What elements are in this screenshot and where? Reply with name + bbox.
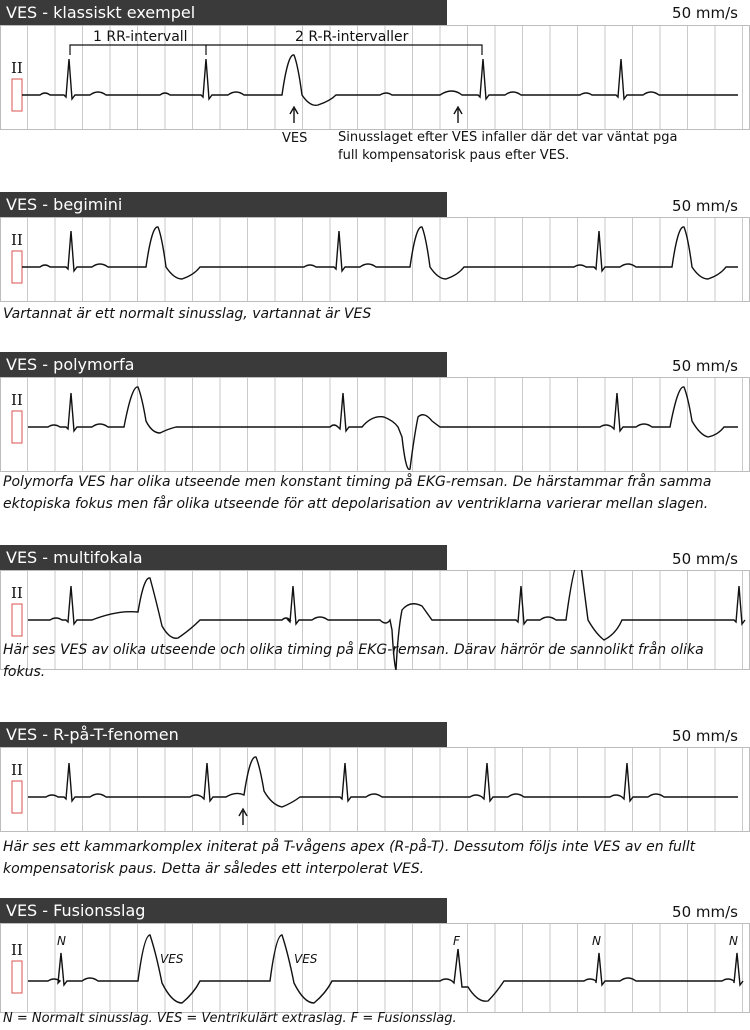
- paper-speed: 50 mm/s: [672, 197, 738, 215]
- beat-label-n: N: [729, 934, 738, 948]
- grid-border: [0, 747, 750, 832]
- ecg-svg: II: [0, 747, 750, 832]
- ecg-strip: II: [0, 747, 750, 832]
- ecg-svg: II: [0, 217, 750, 302]
- panel-caption: Vartannat är ett normalt sinusslag, vart…: [3, 306, 372, 322]
- panel-title: VES - Fusionsslag: [0, 898, 447, 923]
- paper-speed: 50 mm/s: [672, 357, 738, 375]
- ecg-trace: [28, 386, 738, 471]
- ecg-svg: II 1 RR-intervall 2 R-R-intervaller: [0, 25, 750, 130]
- ecg-svg: II N VES VES F N N: [0, 923, 750, 1013]
- lead-label: II: [11, 761, 23, 779]
- ecg-trace: [28, 934, 744, 1004]
- panel-caption: Här ses ett kammarkomplex initerat på T-…: [3, 839, 696, 877]
- ecg-trace: [28, 570, 746, 670]
- ecg-grid: [0, 25, 750, 130]
- calibration-pulse: [11, 250, 23, 284]
- lead-label: II: [11, 59, 23, 77]
- ecg-grid: [0, 923, 750, 1013]
- sinus-arrow-icon: [453, 105, 463, 123]
- ves-arrow-icon: [289, 105, 299, 123]
- calibration-pulse: [11, 960, 23, 994]
- panel-title: VES - begimini: [0, 192, 447, 217]
- paper-speed: 50 mm/s: [672, 550, 738, 568]
- panel-title: VES - polymorfa: [0, 352, 447, 377]
- panel-title: VES - multifokala: [0, 545, 447, 570]
- ecg-grid: [0, 377, 750, 472]
- panel-fusionsslag: VES - Fusionsslag 50 mm/s II N VES VES F…: [0, 898, 750, 1029]
- panel-title: VES - klassiskt exempel: [0, 0, 447, 25]
- beat-label-n: N: [592, 934, 601, 948]
- ecg-strip: II 1 RR-intervall 2 R-R-intervaller: [0, 25, 750, 130]
- paper-speed: 50 mm/s: [672, 903, 738, 921]
- panel-caption: Här ses VES av olika utseende och olika …: [3, 642, 704, 680]
- ecg-strip: II N VES VES F N N: [0, 923, 750, 1013]
- ecg-trace: [22, 54, 738, 106]
- ecg-strip: II: [0, 377, 750, 472]
- r-on-t-arrow-icon: [238, 807, 248, 825]
- compensatory-note: Sinusslaget efter VES infaller där det v…: [338, 130, 678, 163]
- calibration-pulse: [11, 780, 23, 814]
- grid-border: [0, 377, 750, 472]
- lead-label: II: [11, 941, 23, 959]
- panel-multifokala: VES - multifokala 50 mm/s II Här ses VES…: [0, 545, 750, 695]
- paper-speed: 50 mm/s: [672, 727, 738, 745]
- panel-title: VES - R-på-T-fenomen: [0, 722, 447, 747]
- grid-border: [0, 217, 750, 302]
- panel-polymorfa: VES - polymorfa 50 mm/s II Polymorfa VES…: [0, 352, 750, 522]
- ves-label-text: VES: [282, 131, 308, 146]
- panel-caption: N = Normalt sinusslag. VES = Ventrikulär…: [3, 1011, 457, 1026]
- lead-label: II: [11, 391, 23, 409]
- calibration-pulse: [11, 78, 23, 112]
- panel-klassiskt: VES - klassiskt exempel 50 mm/s II 1 RR-…: [0, 0, 750, 175]
- beat-label-ves: VES: [160, 952, 184, 966]
- beat-label-n: N: [57, 934, 66, 948]
- ecg-svg: II: [0, 377, 750, 472]
- panel-caption: Polymorfa VES har olika utseende men kon…: [3, 474, 712, 512]
- calibration-pulse: [11, 410, 23, 444]
- bracket-label-1: 1 RR-intervall: [93, 29, 188, 45]
- panel-r-pa-t: VES - R-på-T-fenomen 50 mm/s II Här ses …: [0, 722, 750, 882]
- ecg-grid: [0, 747, 750, 832]
- lead-label: II: [11, 231, 23, 249]
- beat-label-f: F: [453, 934, 461, 948]
- paper-speed: 50 mm/s: [672, 4, 738, 22]
- ecg-trace: [22, 226, 738, 280]
- grid-border: [0, 923, 750, 1013]
- bracket-label-2: 2 R-R-intervaller: [295, 29, 409, 45]
- lead-label: II: [11, 584, 23, 602]
- ecg-grid: [0, 217, 750, 302]
- panel-begimini: VES - begimini 50 mm/s II Vartannat är e…: [0, 192, 750, 332]
- ecg-strip: II: [0, 217, 750, 302]
- ecg-trace: [28, 756, 738, 808]
- calibration-pulse: [11, 603, 23, 637]
- rr-bracket-1: [69, 44, 483, 55]
- beat-label-ves: VES: [294, 952, 318, 966]
